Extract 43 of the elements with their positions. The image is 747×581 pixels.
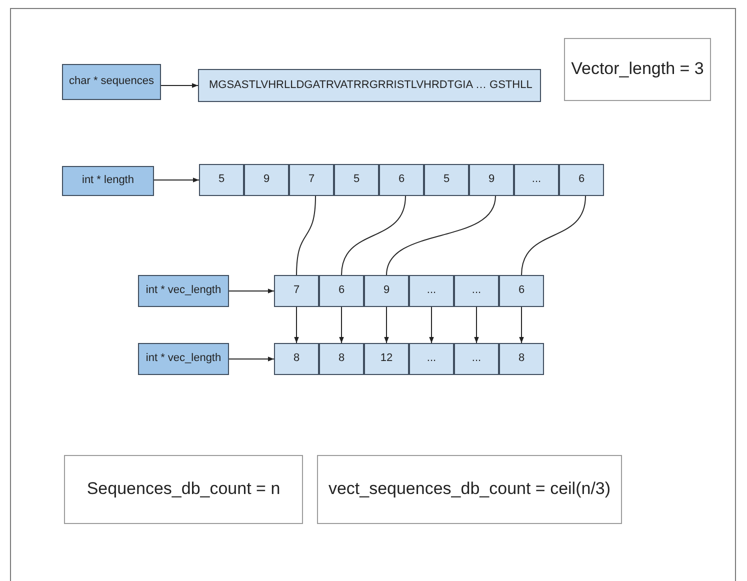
note-box: vect_sequences_db_count = ceil(n/3) [317,455,622,524]
pointer-box: int * length [62,166,154,196]
array-cell: 9 [364,275,409,307]
array-cell: ... [514,164,559,196]
array-cell: 7 [289,164,334,196]
arrow [228,288,274,294]
arrow [228,356,274,362]
note-box: Sequences_db_count = n [64,455,303,524]
connector-line [386,196,496,276]
arrow [519,306,524,344]
arrow [160,83,198,88]
array-cell: 6 [319,275,364,307]
array-cell: MGSASTLVHRLLDGATRVATRRGRRISTLVHRDTGIA … GSTHLL [198,69,541,102]
array-cell: 5 [424,164,469,196]
array-cell: 6 [559,164,604,196]
array-cell: ... [409,343,454,375]
connector-line [341,196,406,276]
arrow [429,306,434,344]
array-cell: 9 [244,164,289,196]
array-cell: 8 [499,343,544,375]
array-cell: 9 [469,164,514,196]
note-box: Vector_length = 3 [564,38,711,101]
array-cell: ... [454,343,499,375]
arrow [339,306,344,344]
pointer-box: int * vec_length [138,275,229,307]
array-cell: 6 [379,164,424,196]
array-cell: 12 [364,343,409,375]
connector-line [296,196,316,276]
array-cell: 7 [274,275,319,307]
array-cell: 8 [274,343,319,375]
pointer-box: int * vec_length [138,343,229,375]
array-cell: 5 [199,164,244,196]
arrow [474,306,479,344]
arrow [384,306,389,344]
pointer-box: char * sequences [62,64,161,100]
array-cell: 5 [334,164,379,196]
array-cell: ... [454,275,499,307]
array-cell: ... [409,275,454,307]
array-cell: 6 [499,275,544,307]
arrow [154,178,200,182]
connector-line [521,196,586,276]
arrow [294,306,299,344]
array-cell: 8 [319,343,364,375]
